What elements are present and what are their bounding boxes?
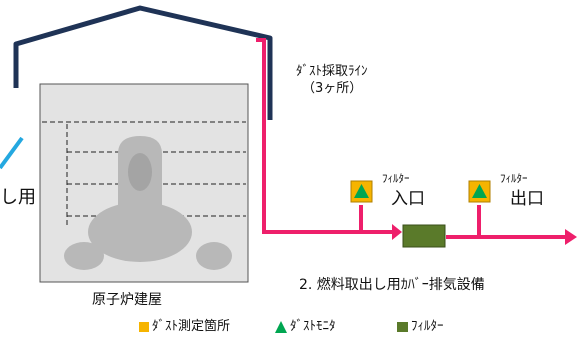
filter-outlet-label: 出口 (510, 189, 544, 209)
legend-dust-point-label: ﾀﾞｽﾄ測定箇所 (152, 319, 231, 334)
reactor-silhouette (64, 136, 232, 270)
left-duct-line (0, 136, 24, 170)
cover-outline (13, 5, 273, 120)
legend-dust-monitor-label: ﾀﾞｽﾄﾓﾆﾀ (290, 319, 336, 334)
exhaust-line (256, 38, 392, 234)
exhaust-arrow-out (565, 229, 577, 245)
legend-dust-monitor-icon (275, 321, 287, 333)
filter-inlet-label: 入口 (391, 189, 425, 209)
legend-filter-icon (397, 322, 408, 332)
filter-unit (402, 224, 446, 248)
building-label: 原子炉建屋 (92, 292, 162, 308)
exhaust-facility-caption: 2. 燃料取出し用ｶﾊﾞｰ排気設備 (299, 277, 485, 293)
legend-filter-label: ﾌｨﾙﾀｰ (411, 319, 444, 334)
filter-outlet-tag: ﾌｨﾙﾀｰ (500, 172, 528, 185)
exhaust-arrow-in (392, 224, 402, 240)
dust-monitor-outlet-icon (472, 184, 487, 198)
dust-line-label: ﾀﾞｽﾄ採取ﾗｲﾝ (296, 64, 368, 79)
side-label-fragment: し用 (0, 187, 36, 208)
legend-dust-point-icon (139, 322, 149, 332)
filter-inlet-tag: ﾌｨﾙﾀｰ (382, 172, 410, 185)
dust-monitor-inlet-icon (354, 184, 369, 198)
dust-line-count-label: （3ヶ所） (302, 81, 363, 96)
